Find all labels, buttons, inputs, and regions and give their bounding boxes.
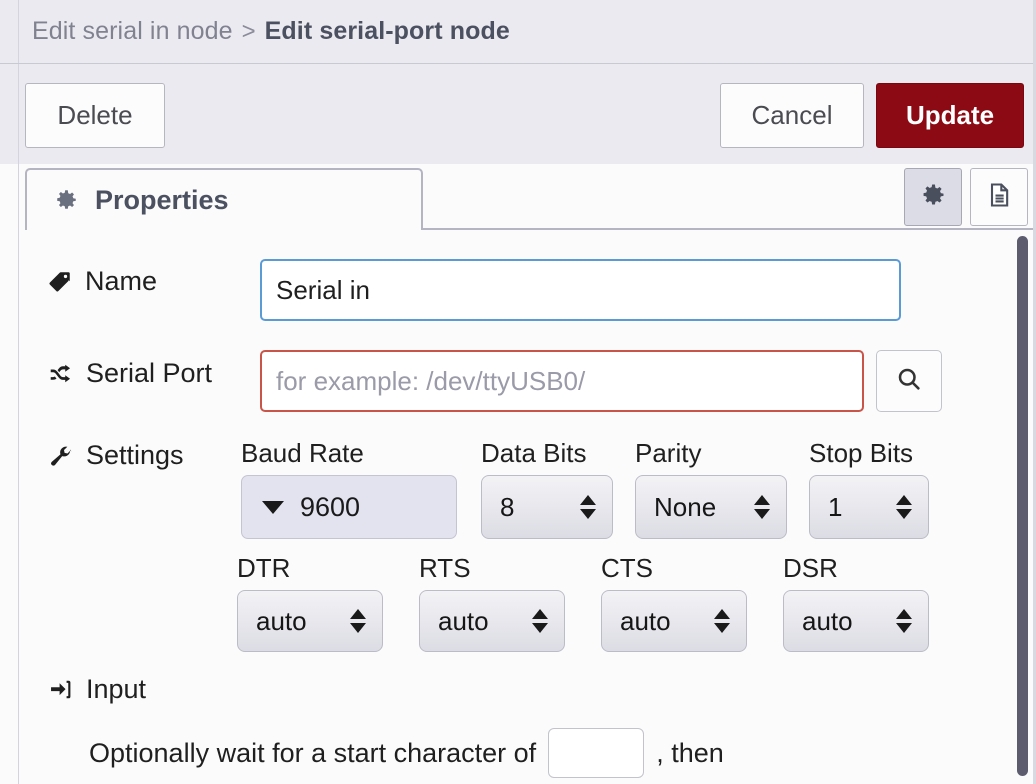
dtr-group: DTR auto (237, 553, 383, 652)
dsr-group: DSR auto (783, 553, 929, 652)
tag-icon (47, 269, 73, 295)
data-bits-group: Data Bits 8 (481, 438, 613, 539)
name-label-text: Name (85, 266, 158, 296)
stop-bits-select[interactable]: 1 (809, 475, 929, 539)
tab-strip: Properties (0, 164, 1036, 230)
name-row: Name (47, 266, 157, 297)
dialog-button-bar: Delete Cancel Update (0, 64, 1036, 164)
breadcrumb-parent[interactable]: Edit serial in node (32, 17, 233, 45)
cts-label: CTS (601, 553, 653, 583)
start-character-sentence: Optionally wait for a start character of… (89, 728, 724, 778)
data-bits-label: Data Bits (481, 438, 587, 468)
properties-tab-button[interactable] (904, 168, 962, 226)
settings-row: Settings (47, 440, 184, 471)
input-section-label: Input (47, 674, 146, 705)
stepper-arrows-icon (896, 495, 912, 519)
dsr-value: auto (802, 605, 853, 636)
rts-group: RTS auto (419, 553, 565, 652)
tab-underline (421, 228, 1036, 230)
serial-port-input[interactable] (260, 350, 864, 412)
description-tab-button[interactable] (970, 168, 1028, 226)
input-section-label-text: Input (86, 674, 147, 704)
cts-group: CTS auto (601, 553, 747, 652)
dialog-titlebar: Edit serial in node > Edit serial-port n… (0, 0, 1036, 64)
cts-value: auto (620, 605, 671, 636)
parity-select[interactable]: None (635, 475, 787, 539)
rts-label: RTS (419, 553, 471, 583)
dtr-label: DTR (237, 553, 291, 583)
update-button[interactable]: Update (876, 83, 1024, 148)
stepper-arrows-icon (350, 609, 366, 633)
cancel-button[interactable]: Cancel (720, 83, 864, 148)
stop-bits-value: 1 (828, 491, 843, 522)
dsr-label: DSR (783, 553, 838, 583)
stepper-arrows-icon (580, 495, 596, 519)
breadcrumb-current: Edit serial-port node (264, 17, 510, 45)
tab-buttons (904, 168, 1028, 226)
stepper-arrows-icon (754, 495, 770, 519)
baud-rate-combo[interactable]: 9600 (241, 475, 457, 539)
dtr-select[interactable]: auto (237, 590, 383, 652)
stepper-arrows-icon (714, 609, 730, 633)
name-input[interactable] (260, 259, 901, 321)
sign-in-icon (47, 676, 74, 703)
gear-icon (53, 187, 79, 213)
stepper-arrows-icon (532, 609, 548, 633)
tab-properties[interactable]: Properties (25, 168, 423, 230)
wrench-icon (47, 442, 74, 469)
document-icon (985, 181, 1013, 214)
serial-port-row: Serial Port (47, 358, 212, 389)
parity-group: Parity None (635, 438, 787, 539)
name-label: Name (47, 266, 157, 297)
tab-properties-label: Properties (95, 184, 229, 215)
settings-label-text: Settings (86, 440, 184, 470)
dialog-right-edge (1033, 0, 1036, 784)
dsr-select[interactable]: auto (783, 590, 929, 652)
rts-value: auto (438, 605, 489, 636)
rts-select[interactable]: auto (419, 590, 565, 652)
shuffle-icon (47, 360, 74, 387)
data-bits-value: 8 (500, 491, 515, 522)
search-icon (895, 365, 923, 398)
settings-label: Settings (47, 440, 184, 471)
cts-select[interactable]: auto (601, 590, 747, 652)
gear-icon (919, 181, 947, 214)
serial-port-search-button[interactable] (876, 350, 942, 412)
start-character-text-after: , then (656, 737, 724, 768)
vertical-scrollbar-thumb[interactable] (1017, 236, 1028, 776)
start-character-input[interactable] (548, 728, 645, 778)
stepper-arrows-icon (896, 609, 912, 633)
stop-bits-group: Stop Bits 1 (809, 438, 929, 539)
chevron-down-icon (262, 500, 284, 514)
stop-bits-label: Stop Bits (809, 438, 914, 468)
serial-port-label-text: Serial Port (86, 358, 213, 388)
data-bits-select[interactable]: 8 (481, 475, 613, 539)
baud-rate-label: Baud Rate (241, 438, 364, 468)
baud-rate-value: 9600 (300, 491, 361, 522)
serial-port-label: Serial Port (47, 358, 212, 389)
dtr-value: auto (256, 605, 307, 636)
vertical-scrollbar[interactable] (1014, 230, 1030, 784)
parity-value: None (654, 491, 717, 522)
start-character-text-before: Optionally wait for a start character of (89, 737, 537, 768)
dialog-body: Name Serial Port (0, 230, 1036, 784)
delete-button[interactable]: Delete (25, 83, 165, 148)
breadcrumb-separator: > (241, 17, 256, 45)
baud-rate-group: Baud Rate 9600 (241, 438, 457, 539)
parity-label: Parity (635, 438, 702, 468)
